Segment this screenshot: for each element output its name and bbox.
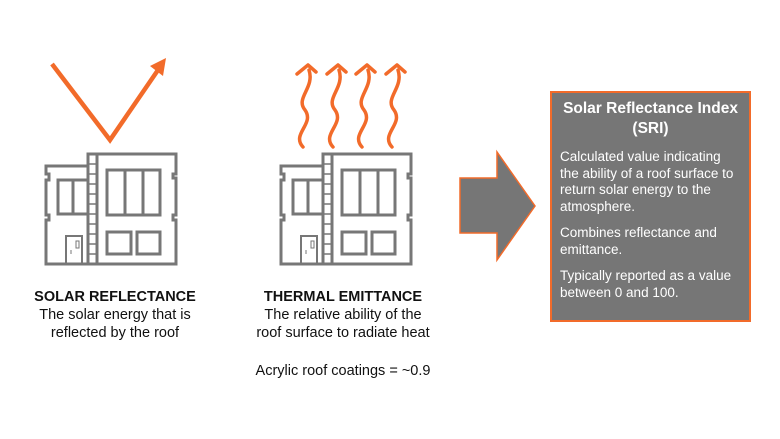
- building-icon: [44, 152, 178, 266]
- sri-paragraph: Calculated value indicating the ability …: [560, 149, 734, 214]
- caption-line: The solar energy that is: [39, 307, 191, 323]
- heat-waves-icon: [295, 63, 407, 149]
- building-icon: [279, 152, 413, 266]
- right-arrow-icon: [459, 149, 536, 263]
- caption-line: reflected by the roof: [50, 325, 180, 341]
- thermal-emittance-caption: THERMAL EMITTANCE The relative ability o…: [238, 288, 448, 342]
- caption-line: The relative ability of the: [264, 307, 422, 323]
- reflection-arrow-icon: [50, 58, 166, 144]
- thermal-emittance-heading: THERMAL EMITTANCE: [263, 289, 423, 305]
- sri-paragraph: Typically reported as a value between 0 …: [560, 268, 732, 300]
- solar-reflectance-caption: SOLAR REFLECTANCE The solar energy that …: [20, 288, 210, 342]
- sri-title-abbr: (SRI): [632, 120, 669, 137]
- sri-title: Solar Reflectance Index: [563, 100, 738, 117]
- sri-paragraph: Combines reflectance and emittance.: [560, 225, 717, 257]
- caption-line: roof surface to radiate heat: [256, 325, 430, 341]
- acrylic-coatings-note: Acrylic roof coatings = ~0.9: [255, 363, 431, 379]
- sri-info-box: Solar Reflectance Index (SRI) Calculated…: [550, 91, 751, 322]
- solar-reflectance-heading: SOLAR REFLECTANCE: [34, 289, 196, 305]
